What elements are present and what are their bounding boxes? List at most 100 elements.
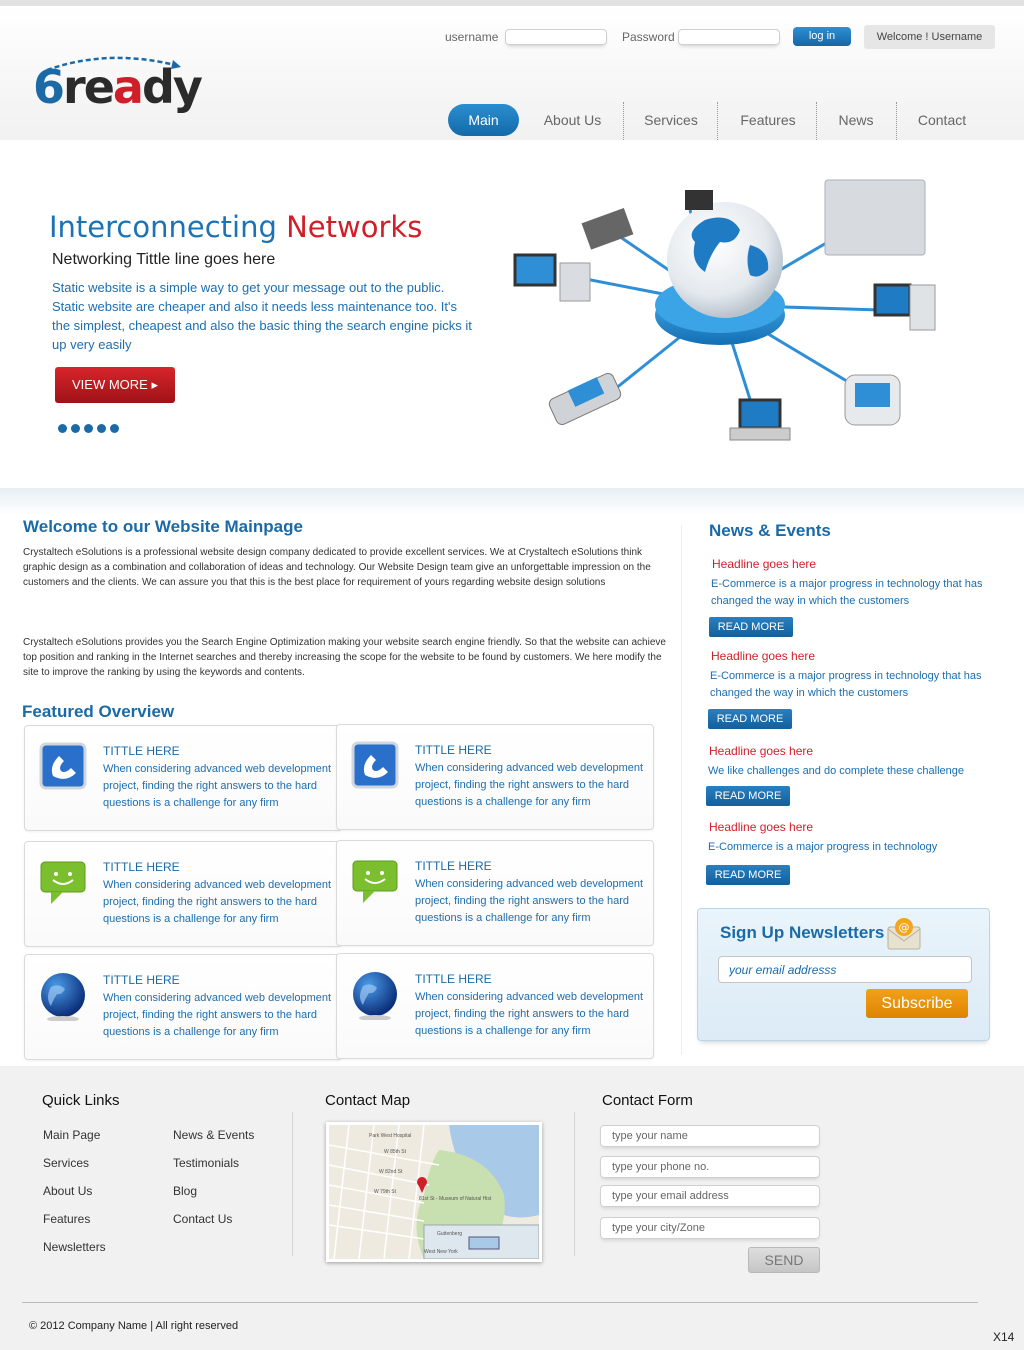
slider-dot[interactable] [110, 424, 119, 433]
slider-dot[interactable] [84, 424, 93, 433]
email-field[interactable] [600, 1185, 820, 1207]
footer-separator [292, 1112, 293, 1256]
newsletter-box: Sign Up Newsletters @ Subscribe [697, 908, 990, 1041]
name-field[interactable] [600, 1125, 820, 1147]
footer-link[interactable]: Contact Us [173, 1212, 233, 1226]
news-headline[interactable]: Headline goes here [709, 820, 814, 834]
map-label: Guttenberg [437, 1231, 462, 1237]
map-label: W 82nd St [379, 1169, 403, 1175]
hero-divider [0, 488, 1024, 516]
logo[interactable]: 6ready [33, 52, 213, 122]
feature-card-text: When considering advanced web developmen… [103, 879, 332, 925]
nav-separator [623, 102, 624, 146]
news-headline[interactable]: Headline goes here [712, 557, 817, 571]
contact-map-title: Contact Map [325, 1092, 411, 1109]
read-more-button[interactable]: READ MORE [709, 617, 793, 637]
news-text: We like challenges and do complete these… [708, 765, 965, 777]
hero-subtitle: Networking Tittle line goes here [52, 251, 276, 268]
svg-text:@: @ [899, 921, 910, 934]
map-label: W 85th St [384, 1149, 407, 1155]
footer: Quick Links Main Page Services About Us … [0, 1066, 1024, 1350]
feature-card-text: When considering advanced web developmen… [415, 991, 644, 1037]
nav-item-news[interactable]: News [838, 112, 874, 128]
password-label: Password [622, 30, 675, 44]
main-nav: Main About Us Services Features News Con… [448, 102, 1008, 146]
nav-separator [816, 102, 817, 146]
city-field[interactable] [600, 1217, 820, 1239]
copyright: © 2012 Company Name | All right reserved [29, 1320, 239, 1332]
feature-card-title: TITTLE HERE [415, 859, 492, 873]
nav-separator [896, 102, 897, 146]
phone-icon [39, 742, 87, 790]
news-title: News & Events [709, 521, 831, 540]
footer-link[interactable]: Services [43, 1156, 90, 1170]
quick-links-title: Quick Links [42, 1092, 120, 1109]
map-label: Park West Hospital [369, 1133, 411, 1139]
nav-item-services[interactable]: Services [644, 112, 698, 128]
news-headline[interactable]: Headline goes here [709, 744, 814, 758]
password-input[interactable] [678, 29, 780, 45]
contact-form-title: Contact Form [602, 1092, 693, 1109]
email-icon: @ [887, 918, 921, 950]
footer-link[interactable]: Features [43, 1212, 91, 1226]
news-text: E-Commerce is a major progress in techno… [710, 670, 982, 699]
subscribe-button[interactable]: Subscribe [866, 989, 968, 1018]
news-headline[interactable]: Headline goes here [711, 649, 816, 663]
footer-link[interactable]: About Us [43, 1184, 93, 1198]
nav-item-contact[interactable]: Contact [917, 112, 967, 128]
newsletter-email-input[interactable] [718, 956, 972, 983]
footer-link[interactable]: Testimonials [173, 1156, 240, 1170]
nav-item-main[interactable]: Main [448, 104, 519, 136]
slider-dot[interactable] [58, 424, 67, 433]
footer-divider [22, 1302, 978, 1303]
news-text: E-Commerce is a major progress in techno… [708, 841, 938, 853]
hero-title: Interconnecting Networks [49, 210, 423, 244]
hero-banner: Interconnecting Networks Networking Titt… [0, 140, 1024, 490]
slider-dot[interactable] [71, 424, 80, 433]
username-input[interactable] [505, 29, 607, 45]
read-more-button[interactable]: READ MORE [706, 865, 790, 885]
feature-card-text: When considering advanced web developmen… [415, 762, 644, 808]
login-button[interactable]: log in [793, 27, 851, 46]
phone-icon [351, 741, 399, 789]
footer-separator [574, 1112, 575, 1256]
nav-item-features[interactable]: Features [740, 112, 796, 128]
logo-arc-icon [46, 56, 181, 72]
footer-link[interactable]: Main Page [43, 1128, 101, 1142]
slider-dot[interactable] [97, 424, 106, 433]
contact-map[interactable]: Park West Hospital 81st St - Museum of N… [326, 1122, 542, 1262]
footer-link[interactable]: News & Events [173, 1128, 255, 1142]
footer-link[interactable]: Newsletters [43, 1240, 106, 1254]
welcome-paragraph-1: Crystaltech eSolutions is a professional… [23, 547, 651, 588]
feature-card[interactable]: TITTLE HERE When considering advanced web… [24, 725, 342, 831]
page-tag: X14 [993, 1330, 1015, 1344]
map-label: W 79th St [374, 1189, 397, 1195]
globe-icon [353, 972, 397, 1020]
footer-link[interactable]: Blog [173, 1184, 198, 1198]
username-label: username [445, 30, 499, 44]
send-button[interactable]: SEND [748, 1247, 820, 1273]
read-more-button[interactable]: READ MORE [708, 709, 792, 729]
read-more-button[interactable]: READ MORE [706, 786, 790, 806]
slider-dots [58, 420, 123, 438]
feature-card-title: TITTLE HERE [103, 973, 180, 987]
welcome-user-badge: Welcome ! Username [864, 25, 995, 49]
feature-card-text: When considering advanced web developmen… [103, 763, 332, 809]
nav-item-about-us[interactable]: About Us [543, 112, 602, 128]
newsletter-title: Sign Up Newsletters [720, 923, 885, 942]
feature-card-title: TITTLE HERE [103, 744, 180, 758]
network-illustration [513, 179, 936, 441]
map-label: West New York [424, 1249, 458, 1255]
hero-description: Static website is a simple way to get yo… [52, 280, 472, 352]
view-more-button[interactable]: VIEW MORE ▸ [55, 367, 175, 403]
news-divider [681, 525, 682, 1055]
header: 6ready username Password log in Welcome … [0, 0, 1024, 146]
globe-icon [41, 973, 85, 1021]
phone-field[interactable] [600, 1156, 820, 1178]
featured-title: Featured Overview [22, 702, 175, 721]
